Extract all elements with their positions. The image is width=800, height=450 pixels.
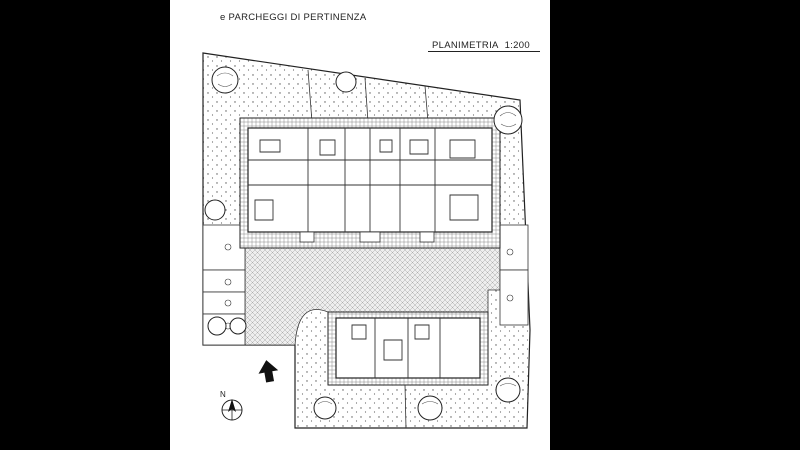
parking-spaces-right [499,224,529,326]
north-compass-icon [221,399,243,421]
tree-shading [216,72,517,405]
entrance-arrow-icon [258,360,279,383]
trees [204,66,523,421]
north-label: N [220,390,226,399]
parking-markers [224,243,514,330]
garden-plot-dividers [307,69,429,429]
site-plan-sheet: e PARCHEGGI DI PERTINENZA PLANIMETRIA 1:2… [170,0,550,450]
plan-title: e PARCHEGGI DI PERTINENZA [220,12,367,23]
plan-scale-label: PLANIMETRIA 1:200 [428,40,540,52]
site-plan-drawing: N [202,52,531,429]
secondary-building [327,311,489,386]
plan-label: PLANIMETRIA [432,40,499,51]
parking-courtyard [244,247,501,346]
plan-scale: 1:200 [504,40,530,51]
main-building [239,117,501,249]
